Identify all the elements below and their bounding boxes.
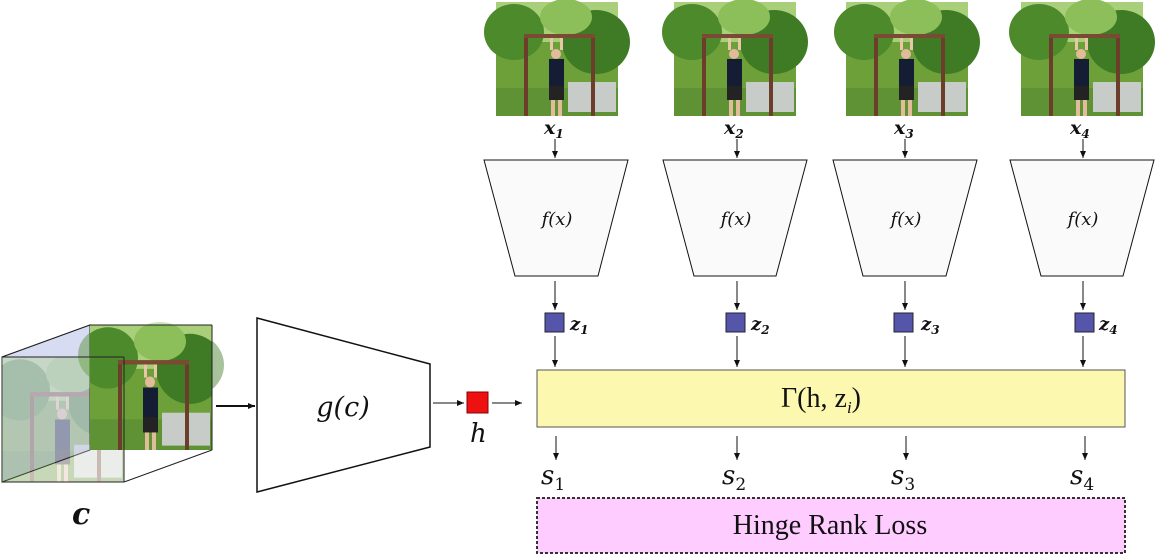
gamma-label: Γ(h, zi) [781,383,861,417]
encoder-f-4 [1009,159,1155,277]
score-label-2: s2 [722,461,746,495]
input-frame-2 [662,0,808,116]
input-frame-3 [834,0,980,116]
embedding-square-4 [1074,312,1095,333]
encoder-f-label-4: f(x) [1066,209,1099,230]
encoder-f-label-3: f(x) [889,209,922,230]
encoder-f-3 [832,159,978,277]
embedding-square-3 [893,312,914,333]
input-frame-4 [1009,0,1155,116]
hidden-square [466,391,489,414]
hinge-loss-label: Hinge Rank Loss [733,510,927,541]
context-label: c [72,497,90,532]
frame-label-2: x2 [723,117,744,141]
encoder-g-label: g(c) [316,392,369,423]
embedding-label-3: z3 [920,314,940,337]
embedding-square-1 [544,312,565,333]
encoder-f-label-2: f(x) [719,209,752,230]
context-clip-cube [1,322,224,483]
embedding-square-2 [725,312,746,333]
score-label-3: s3 [891,461,915,495]
score-label-1: s1 [541,461,565,495]
encoder-f-label-1: f(x) [540,209,573,230]
encoder-f-1 [483,159,629,277]
encoder-f-2 [662,159,808,277]
frame-label-1: x1 [543,117,564,141]
frame-label-4: x4 [1069,117,1090,141]
embedding-label-1: z1 [569,314,589,337]
input-frame-1 [484,0,630,116]
embedding-label-4: z4 [1098,314,1118,337]
frame-label-3: x3 [893,117,914,141]
gamma-box [536,369,1126,428]
score-label-4: s4 [1070,461,1094,495]
encoder-g [256,317,431,493]
hidden-label: h [470,419,487,449]
embedding-label-2: z2 [750,314,770,337]
hinge-loss-box [536,497,1126,554]
